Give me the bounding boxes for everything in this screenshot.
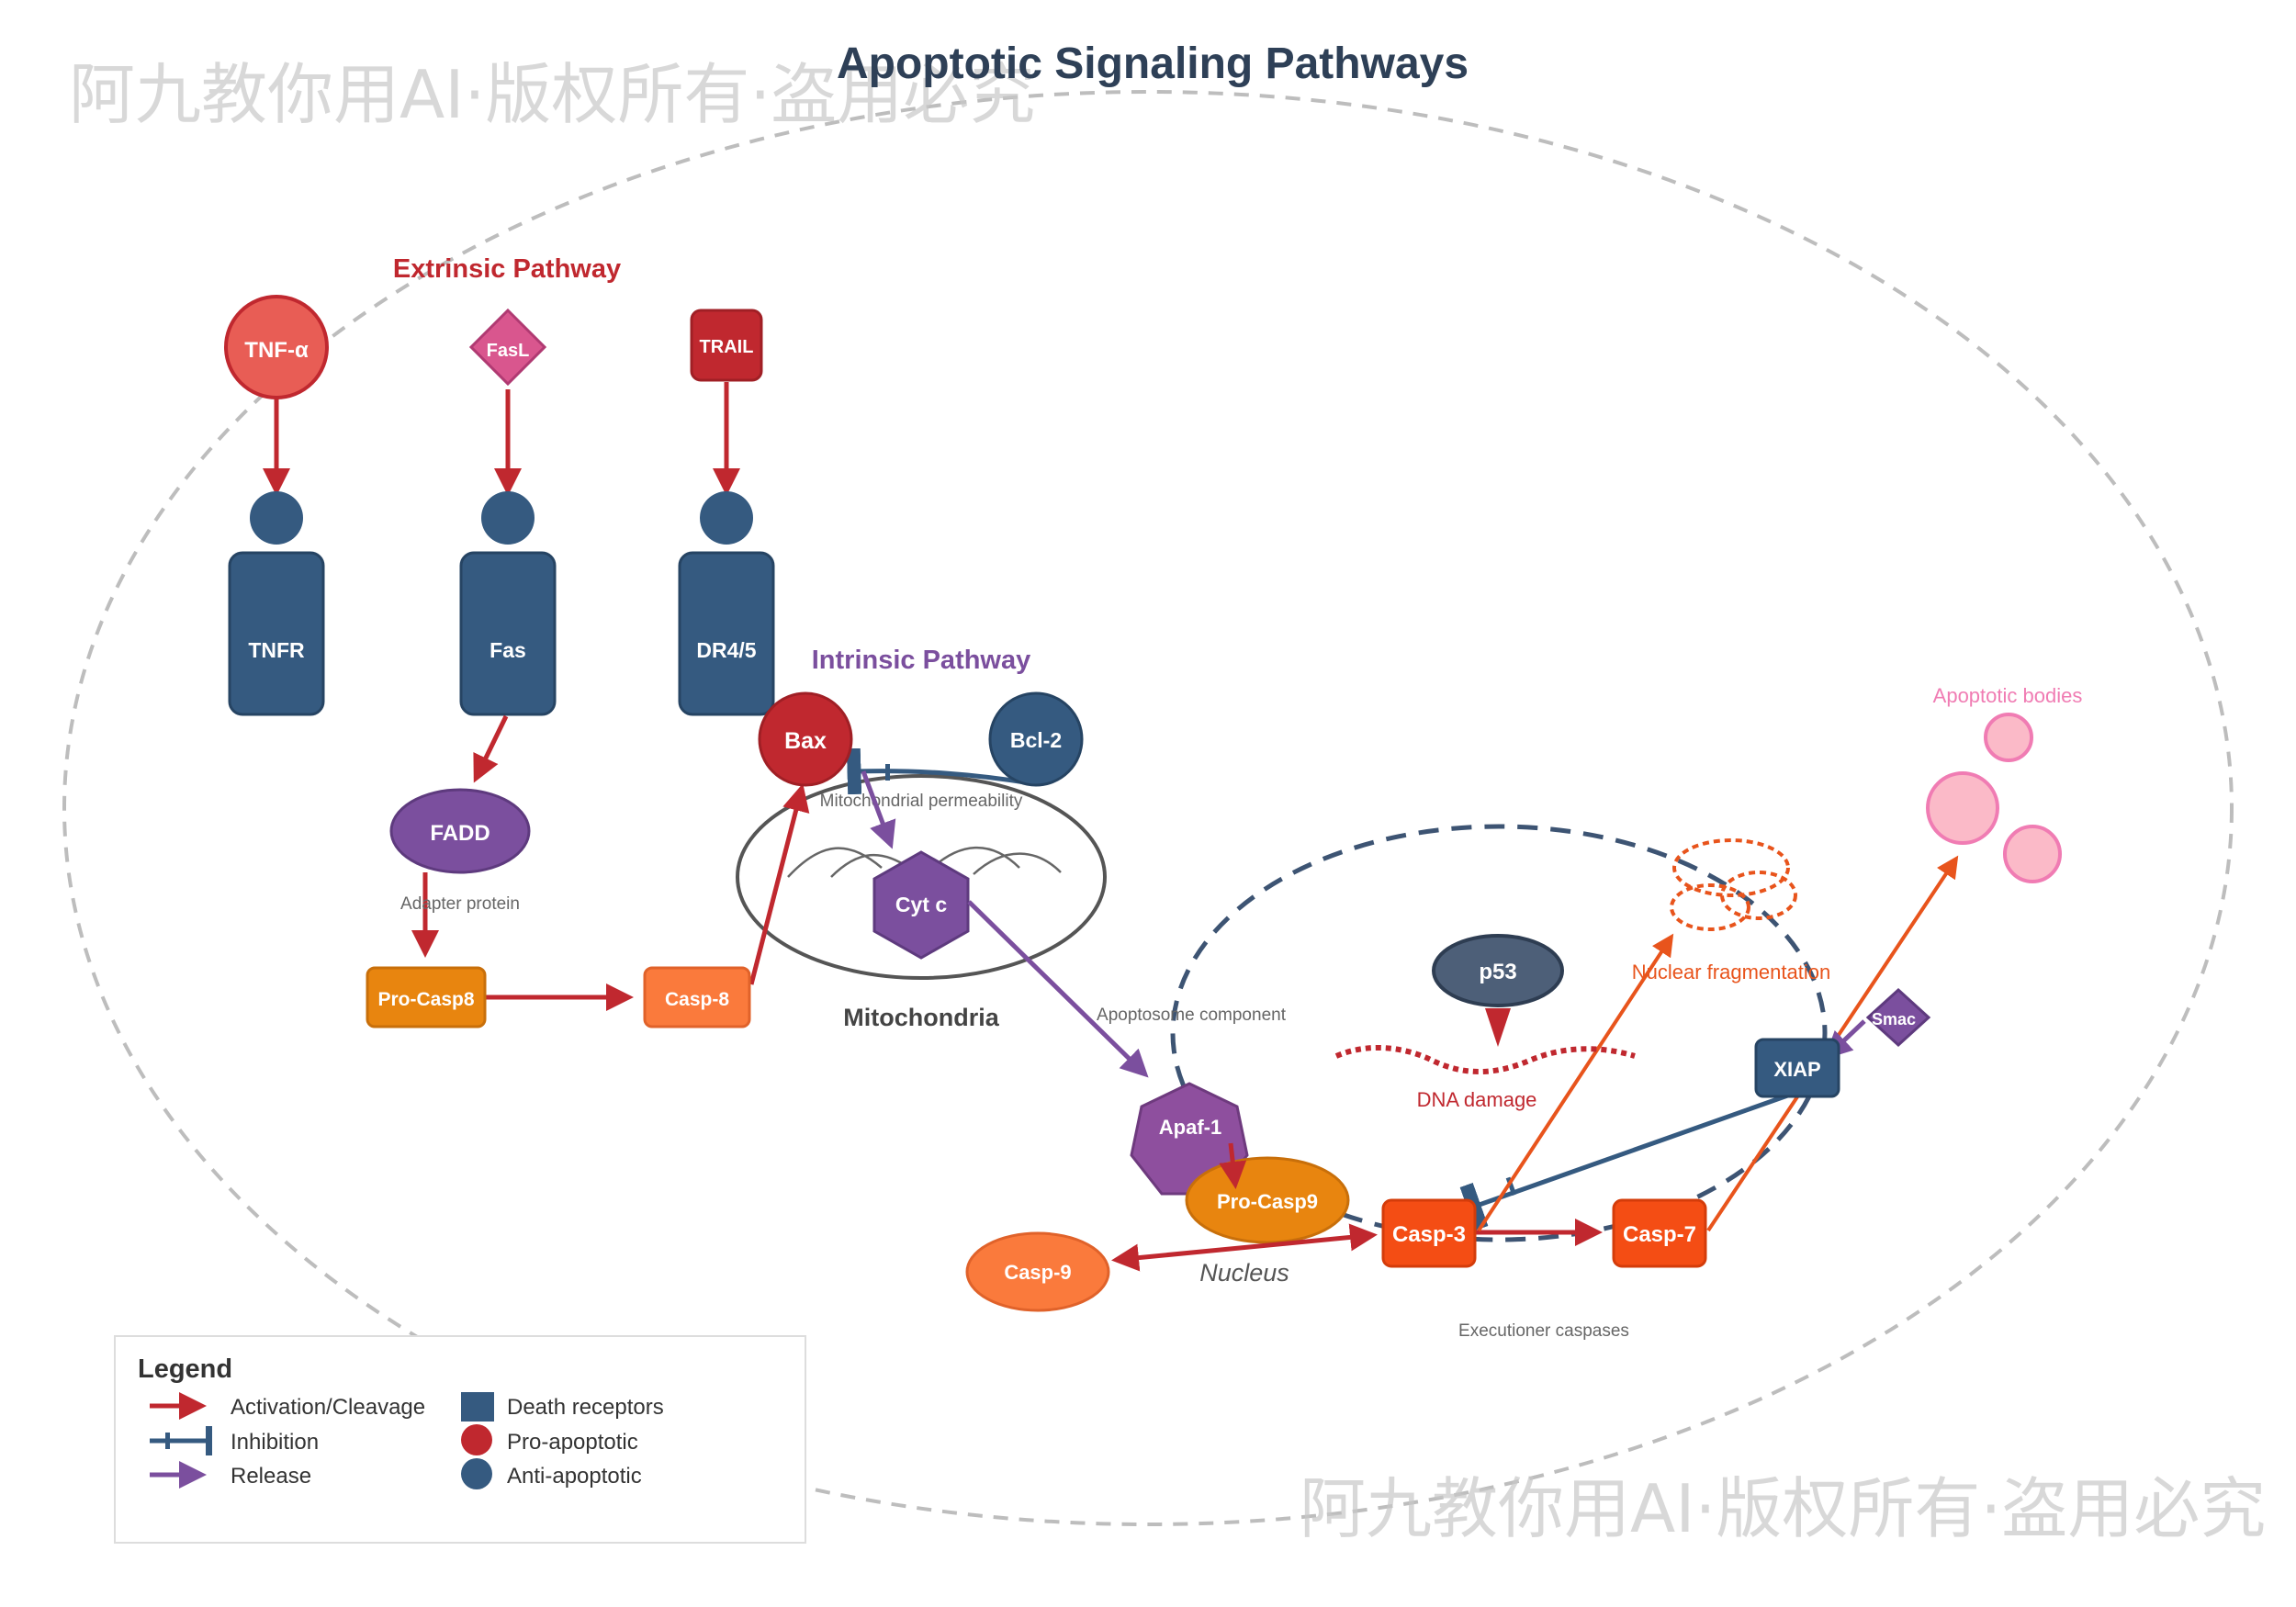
fas-label: Fas (490, 638, 526, 662)
watermark-top: 阿九教你用AI·版权所有·盗用必究 (69, 56, 1035, 133)
fas-receptor-head (481, 491, 535, 545)
legend-pro-apoptotic-symbol (461, 1424, 492, 1455)
legend-anti-apoptotic-label: Anti-apoptotic (507, 1464, 642, 1489)
casp8-node (643, 966, 751, 1028)
bcl2-node (988, 691, 1084, 787)
mitochondria-cristae (787, 846, 1062, 878)
xiap-node (1754, 1038, 1840, 1098)
legend: Legend Activation/Cleavage Inhibition Re… (114, 1335, 806, 1544)
casp3-label: Casp-3 (1392, 1222, 1466, 1247)
casp9-casp3-arrow (1111, 1223, 1378, 1272)
page-title: Apoptotic Signaling Pathways (837, 39, 1469, 88)
apaf1-to-procasp9-arrow (1219, 1142, 1247, 1189)
executioner-caspases-note: Executioner caspases (1458, 1321, 1629, 1341)
fasl-node (468, 308, 547, 387)
p53-node (1432, 934, 1564, 1007)
cytc-label: Cyt c (895, 893, 947, 916)
fas-receptor (459, 551, 557, 716)
intrinsic-pathway-header: Intrinsic Pathway (812, 646, 1031, 675)
legend-pro-apoptotic-label: Pro-apoptotic (507, 1430, 638, 1455)
extrinsic-pathway-header: Extrinsic Pathway (393, 254, 621, 284)
xiap-label: XIAP (1773, 1058, 1820, 1081)
casp8-to-bax-arrow (748, 783, 810, 985)
bcl2-inhibits-bax (846, 747, 1032, 795)
apoptotic-body-2 (1926, 771, 1999, 845)
bax-label: Bax (784, 728, 827, 754)
nuclear-frag-1 (1672, 838, 1790, 897)
tnf-alpha-label: TNF-α (244, 338, 309, 363)
casp9-label: Casp-9 (1004, 1261, 1071, 1284)
xiap-inhibits-casp3 (1459, 1090, 1796, 1231)
bcl2-label: Bcl-2 (1010, 728, 1062, 752)
nucleus-label: Nucleus (1199, 1259, 1289, 1287)
mitochondrial-permeability-note: Mitochondrial permeability (820, 792, 1023, 811)
legend-title: Legend (138, 1354, 232, 1384)
casp3-node (1381, 1198, 1477, 1268)
adapter-protein-note: Adapter protein (400, 894, 520, 914)
apoptotic-bodies-label: Apoptotic bodies (1933, 684, 2083, 707)
fas-to-fadd-arrow (473, 714, 509, 783)
tnfr-label: TNFR (248, 638, 305, 662)
legend-release-label: Release (231, 1464, 311, 1489)
smac-node (1865, 987, 1931, 1048)
legend-box (114, 1335, 806, 1544)
apoptosome-note: Apoptosome component (1097, 1006, 1287, 1025)
pro-casp8-label: Pro-Casp8 (377, 989, 474, 1010)
casp9-node (965, 1231, 1110, 1312)
fasl-label: FasL (487, 341, 530, 361)
bax-node (758, 691, 853, 787)
dr45-receptor-head (700, 491, 753, 545)
casp8-label: Casp-8 (665, 989, 729, 1010)
legend-death-receptor-symbol (461, 1392, 494, 1422)
nuclear-fragmentation-label: Nuclear fragmentation (1632, 961, 1830, 983)
pro-casp8-node (366, 966, 487, 1028)
apoptotic-body-1 (1984, 713, 2033, 762)
bax-releases-cytc-arrow (861, 770, 896, 849)
tnfr-receptor-head (250, 491, 303, 545)
mitochondria-label: Mitochondria (843, 1004, 999, 1031)
cytc-node (872, 850, 970, 960)
legend-inhibition-label: Inhibition (231, 1430, 319, 1455)
legend-anti-apoptotic-symbol (461, 1458, 492, 1489)
dna-damage-squiggle (1334, 1045, 1636, 1074)
watermark-bottom: 阿九教你用AI·版权所有·盗用必究 (1300, 1470, 2266, 1547)
fadd-node (389, 788, 531, 874)
p53-arrowhead (1485, 1008, 1511, 1047)
apaf1-label: Apaf-1 (1159, 1116, 1221, 1139)
legend-activation-label: Activation/Cleavage (231, 1395, 425, 1420)
cell-membrane (62, 90, 2234, 1526)
trail-node (690, 309, 763, 382)
dr45-receptor (678, 551, 775, 716)
casp7-label: Casp-7 (1623, 1222, 1696, 1247)
fadd-label: FADD (430, 821, 490, 846)
apoptotic-body-3 (2003, 825, 2062, 883)
smac-label: Smac (1872, 1010, 1916, 1028)
legend-death-receptors-label: Death receptors (507, 1395, 664, 1420)
dr45-label: DR4/5 (696, 638, 756, 662)
legend-inhibition-bar (206, 1426, 212, 1455)
tnfr-receptor (228, 551, 325, 716)
trail-label: TRAIL (700, 337, 754, 357)
mitochondria-outline (736, 774, 1107, 980)
dna-damage-label: DNA damage (1417, 1088, 1537, 1111)
tnf-alpha-node (224, 295, 329, 399)
pro-casp9-label: Pro-Casp9 (1217, 1190, 1318, 1213)
inhibition-tick (885, 764, 890, 781)
casp3-to-nuclear-frag-arrow (1477, 933, 1674, 1232)
p53-label: p53 (1479, 960, 1516, 984)
legend-inhibition-tick (165, 1433, 170, 1449)
nuclear-frag-2 (1670, 883, 1750, 931)
casp7-node (1612, 1198, 1707, 1268)
nuclear-frag-3 (1720, 871, 1797, 920)
cytc-to-apaf1-arrow (967, 900, 1149, 1078)
